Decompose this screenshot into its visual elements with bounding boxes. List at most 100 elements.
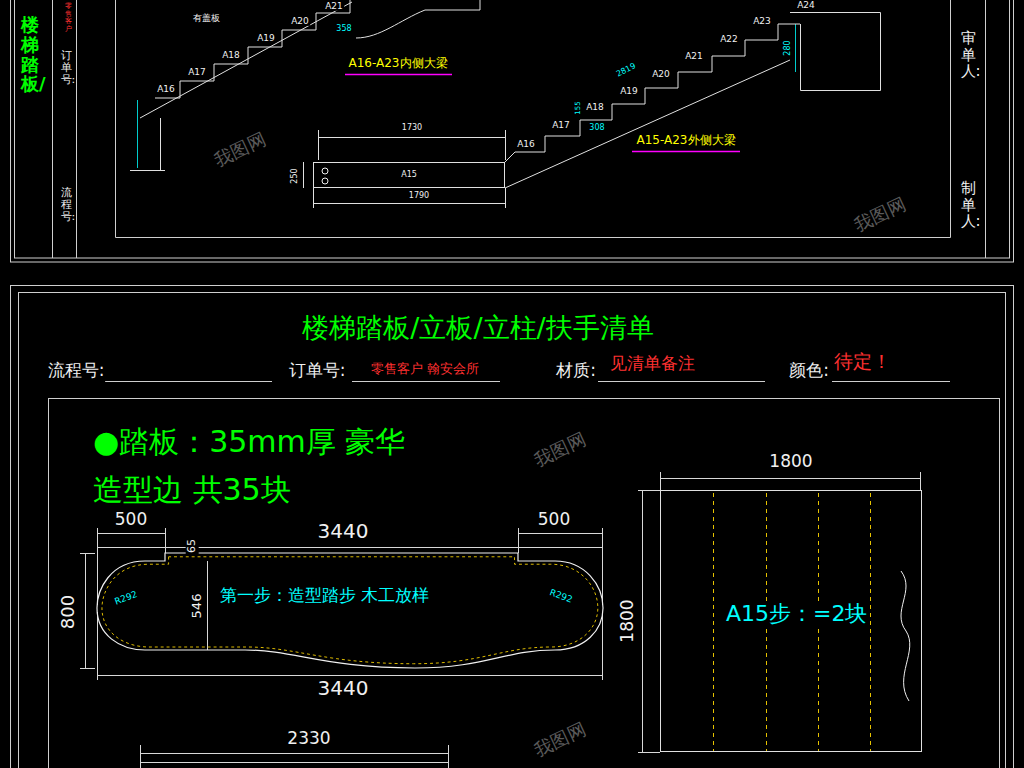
drawing-line — [160, 118, 161, 170]
drawing-line — [920, 472, 921, 490]
dimension-text: 1800 — [768, 452, 813, 472]
drawing-line — [713, 493, 714, 751]
note-text: 有盖板 — [192, 13, 221, 23]
step-number: A20 — [290, 16, 310, 26]
drawing-line — [130, 170, 165, 171]
dimension-text: 358 — [335, 24, 352, 33]
form-field: 流程号: — [47, 361, 106, 381]
dimension-text: 155 — [574, 100, 582, 115]
drawing-line — [303, 162, 304, 188]
drawing-line — [345, 74, 452, 76]
drawing-line — [870, 493, 871, 751]
drawing-line — [76, 0, 77, 258]
drawing-line — [11, 286, 1014, 768]
drawing-line — [318, 137, 505, 138]
radius-text: R292 — [112, 589, 139, 607]
drawing-line — [602, 612, 603, 680]
drawing-line — [207, 561, 208, 650]
drawing-line — [448, 745, 449, 768]
field-label: 订单号: — [61, 50, 72, 86]
node-text: A15步：=2块 — [724, 601, 869, 626]
step-number: A17 — [551, 120, 571, 130]
beam-label: A15-A23外侧大梁 — [635, 134, 736, 148]
dimension-text: 546 — [190, 593, 205, 620]
dimension-text: 1800 — [618, 598, 638, 643]
beam-dimensions — [304, 130, 506, 208]
watermark: 我图网 — [210, 129, 269, 171]
beam-rectangle: A15 — [313, 162, 505, 188]
drawing-line — [52, 0, 53, 258]
drawing-line — [518, 533, 602, 534]
drawing-line — [950, 0, 951, 238]
dimension-text: 3440 — [317, 520, 370, 543]
form-value: 见清单备注 — [609, 354, 696, 374]
drawing-line — [313, 188, 314, 208]
drawing-line — [85, 553, 86, 668]
board-rectangle: A15步：=2块 — [660, 490, 922, 752]
step-number: A17 — [187, 67, 207, 77]
step-number: A24 — [796, 0, 816, 10]
drawing-line — [515, 24, 800, 152]
drawing-line — [105, 381, 272, 382]
beam-label: A16-A23内侧大梁 — [347, 57, 448, 71]
drawing-line — [790, 13, 881, 91]
drawing-line — [322, 168, 328, 174]
tread-outline: 第一步：造型踏步 木工放样 — [95, 550, 605, 672]
step-number: A21 — [684, 51, 704, 61]
step-number: A19 — [619, 86, 639, 96]
drawing-line — [165, 528, 166, 553]
drawing-line — [97, 533, 165, 534]
drawing-line — [505, 152, 515, 162]
step-number: A18 — [221, 50, 241, 60]
step-number: A23 — [752, 16, 772, 26]
sheet-title: 楼梯踏板/立板/立柱/扶手清单 — [300, 310, 655, 346]
form-value: 零售客户 翰安会所 — [370, 362, 480, 377]
step-number: A16 — [516, 139, 536, 149]
step-number: A18 — [585, 102, 605, 112]
form-value: 待定！ — [833, 351, 892, 373]
step-number: A19 — [256, 33, 276, 43]
dimension-text: 500 — [114, 510, 148, 530]
sheet-frame — [11, 0, 1014, 768]
drawing-line — [140, 2, 352, 118]
dimension-text: 3440 — [317, 677, 370, 700]
drawing-line — [155, 0, 350, 98]
step-number: A22 — [719, 34, 739, 44]
drawing-line — [97, 547, 602, 548]
drawing-line — [116, 237, 951, 238]
drawing-line — [660, 472, 661, 490]
drawing-line — [318, 130, 319, 160]
step-number: A16 — [156, 84, 176, 94]
form-field: 材质: — [555, 361, 597, 381]
dimension-text: 65 — [186, 538, 199, 554]
dimension-text: 308 — [588, 123, 605, 132]
drawing-line — [115, 0, 116, 238]
field-label: 审单人: — [961, 30, 976, 80]
stair-left — [130, 0, 480, 171]
watermark: 我图网 — [530, 719, 589, 761]
drawing-line — [602, 528, 603, 605]
node-text: 第一步：造型踏步 木工放样 — [218, 586, 431, 606]
drawing-line — [19, 293, 1006, 768]
drawing-line — [356, 0, 480, 38]
drawing-line — [313, 203, 505, 204]
step-number: A21 — [324, 1, 344, 11]
drawing-line — [985, 0, 986, 258]
drawing-line — [97, 612, 98, 680]
sheet-title-vertical: 楼梯踏板/ — [21, 15, 39, 94]
drawing-line — [505, 188, 506, 208]
drawing-line — [598, 381, 765, 382]
step-number: A20 — [651, 69, 671, 79]
dimension-text: 1790 — [408, 191, 430, 200]
drawing-line — [80, 553, 95, 554]
drawing-line — [102, 557, 598, 664]
drawing-line — [137, 100, 138, 168]
dimension-text: 500 — [537, 510, 571, 530]
drawing-line — [97, 528, 98, 605]
field-label: 制单人: — [961, 180, 976, 230]
drawing-line — [642, 490, 643, 752]
drawing-line — [140, 745, 141, 768]
drawing-line — [80, 668, 95, 669]
node-text: A15 — [399, 170, 419, 179]
